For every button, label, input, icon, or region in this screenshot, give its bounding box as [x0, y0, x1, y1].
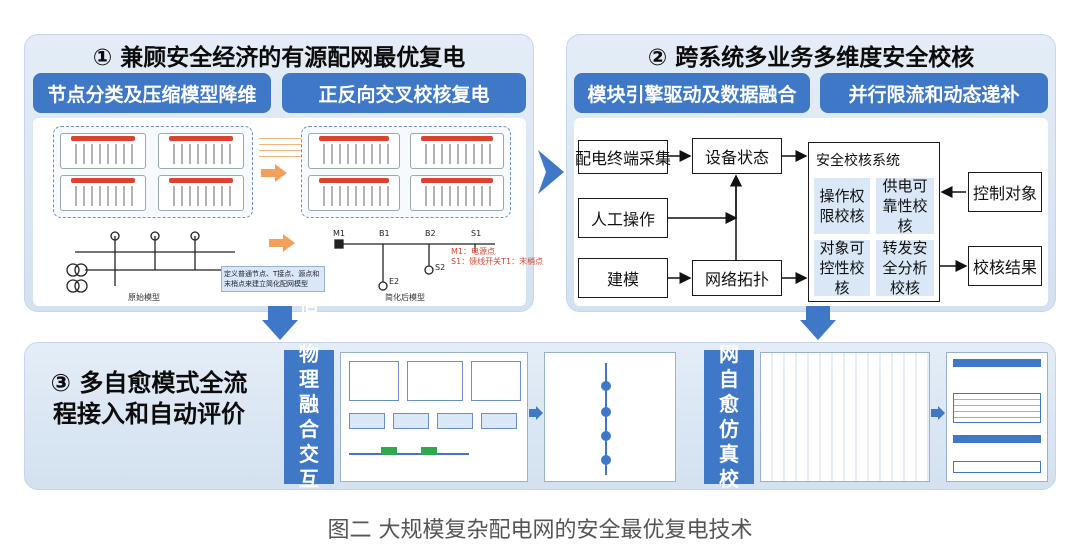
timeline-dot: [601, 407, 611, 417]
thumb-block: [421, 447, 437, 455]
timeline-dot: [601, 455, 611, 465]
box-control-object: 控制对象: [968, 172, 1042, 212]
node-label: M1: [333, 229, 345, 238]
node-label: S1: [471, 229, 481, 238]
timeline-line: [605, 363, 607, 475]
panel1-image-area: 原始模型 定义普通节点、T接点、源点和末梢点来建立简化配网模型 M1 B1 B2…: [33, 118, 543, 306]
matrix-block: [158, 175, 244, 211]
orange-arrow-icon: [261, 164, 287, 182]
thumb-block: [953, 393, 1041, 423]
matrix-block: [60, 133, 146, 169]
legend-m1: M1：电源点: [451, 247, 495, 256]
box-network-topology: 网络拓扑: [692, 260, 782, 296]
panel1-subheader-node-classification: 节点分类及压缩模型降维: [33, 73, 271, 113]
node-label: E2: [389, 277, 399, 286]
box-device-status: 设备状态: [692, 138, 782, 174]
box-manual-operation: 人工操作: [578, 198, 668, 238]
node-label: B2: [425, 229, 436, 238]
panel3-title: ③ 多自愈模式全流程接入和自动评价: [50, 369, 248, 428]
legend-s1: S1：馈线开关T1：末梢点: [451, 257, 544, 266]
simplified-matrix-group: [301, 126, 511, 218]
arrow-down-icon: [800, 306, 836, 340]
arrow-down-icon: [262, 306, 298, 340]
panel2-subheader-parallel-limit: 并行限流和动态递补: [820, 73, 1048, 113]
simplified-model-label: 简化后模型: [385, 293, 425, 302]
original-network-diagram: [66, 231, 235, 293]
original-matrix-group: [53, 126, 253, 218]
matrix-block: [308, 175, 400, 211]
chevron-right-icon: [538, 150, 564, 194]
thumb-block: [953, 461, 1041, 473]
panel2-subheader-engine-fusion: 模块引擎驱动及数据融合: [574, 73, 810, 113]
node-definition-note: 定义普通节点、T接点、源点和末梢点来建立简化配网模型: [221, 266, 325, 292]
formula-thumbnail: [946, 352, 1048, 482]
thumb-block: [437, 413, 473, 429]
box-terminal-acquisition: 配电终端采集: [575, 140, 671, 174]
panel2-title: ② 跨系统多业务多维度安全校核: [647, 45, 975, 71]
arrow-right-icon: [529, 406, 543, 420]
arrow-right-icon: [931, 406, 945, 420]
thumb-block: [393, 413, 429, 429]
simulation-network-thumbnail: [760, 352, 930, 482]
box-modeling: 建模: [578, 258, 668, 298]
orange-note-lines: [259, 138, 303, 160]
original-model-label: 原始模型: [128, 293, 160, 302]
thumb-line: [349, 453, 469, 455]
security-check-system-title: 安全校核系统: [816, 153, 900, 169]
thumb-block: [471, 361, 521, 401]
cell-supply-reliability: 供电可靠性校核: [876, 177, 934, 235]
simplified-network-diagram: M1 B1 B2 S1 E2 S2: [333, 229, 495, 291]
cyber-physical-verification-bar: 信息物理融合交互验证: [284, 292, 334, 541]
thumb-block: [349, 413, 385, 429]
node-label: S2: [435, 263, 445, 272]
thumb-bar: [953, 435, 1041, 443]
orange-arrow-icon: [269, 234, 295, 252]
matrix-block: [308, 133, 400, 169]
thumb-block: [407, 361, 463, 401]
cell-forward-safety-analysis: 转发安全分析校核: [876, 239, 934, 297]
node-label: B1: [379, 229, 390, 238]
cyber-physical-flow-thumbnail: [340, 352, 528, 482]
timeline-dot: [601, 381, 611, 391]
cell-object-controllability: 对象可控性校核: [814, 239, 870, 297]
panel1-title: ① 兼顾安全经济的有源配网最优复电: [92, 45, 466, 71]
cell-operation-permission: 操作权限校核: [814, 178, 870, 234]
box-check-result: 校核结果: [968, 246, 1042, 286]
timeline-dot: [601, 431, 611, 441]
flow-arrows: [668, 150, 968, 284]
panel1-subheader-cross-check: 正反向交叉校核复电: [282, 73, 526, 113]
thumb-bar: [953, 359, 1041, 367]
timeline-thumbnail: [544, 352, 676, 482]
self-healing-simulation-bar: 配网自愈仿真校验: [704, 317, 754, 516]
thumb-block: [481, 413, 517, 429]
figure-caption: 图二 大规模复杂配电网的安全最优复电技术: [327, 518, 753, 543]
matrix-block: [410, 133, 504, 169]
matrix-block: [410, 175, 504, 211]
matrix-block: [158, 133, 244, 169]
thumb-block: [349, 361, 399, 401]
thumb-block: [381, 447, 397, 455]
matrix-block: [60, 175, 146, 211]
